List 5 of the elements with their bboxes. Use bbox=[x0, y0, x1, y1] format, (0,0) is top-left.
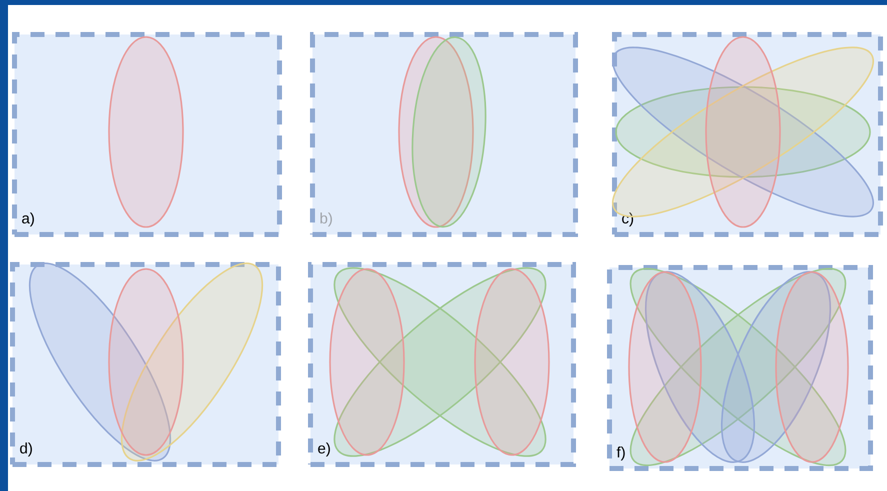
panel: f) bbox=[607, 265, 873, 471]
panel: b) bbox=[310, 32, 578, 237]
panel: d) bbox=[10, 262, 281, 467]
panel: a) bbox=[12, 32, 282, 237]
panel: e) bbox=[308, 262, 576, 467]
